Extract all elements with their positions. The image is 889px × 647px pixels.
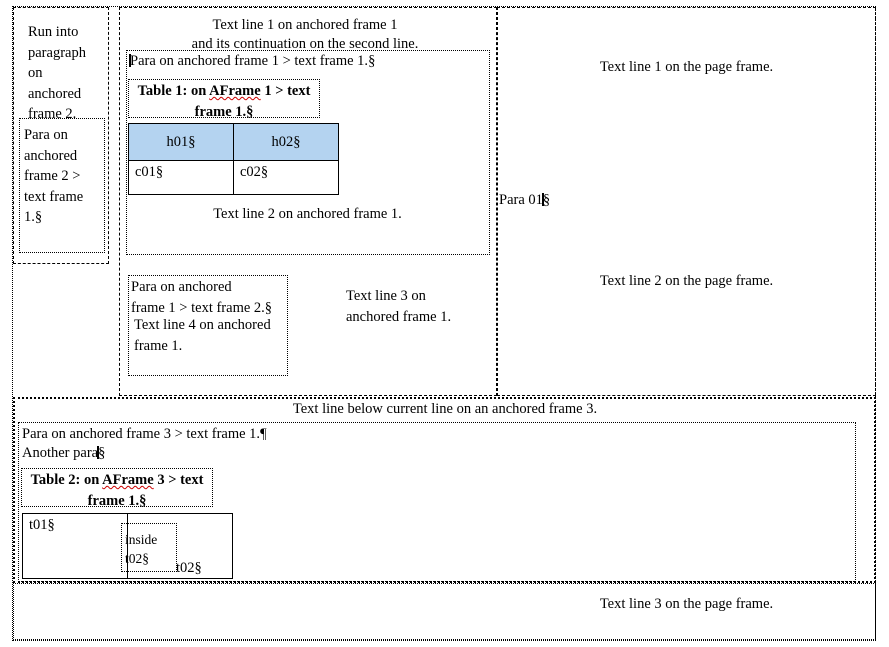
paragraph-mark: §: [542, 192, 551, 208]
af3-text-frame-1-paragraph-2: Another para§: [22, 443, 522, 464]
table-2-nested-frame-text: inside t02§: [125, 532, 158, 567]
paragraph-mark: §: [98, 445, 106, 461]
table-1-header-h01[interactable]: h01§: [128, 123, 234, 161]
table-2[interactable]: t01§ t02§: [22, 513, 233, 579]
caption-suffix: 1 > text frame 1.: [194, 83, 311, 120]
page-frame-bottom-band-border: [13, 583, 876, 640]
table-1-cell-c02[interactable]: c02§: [233, 160, 339, 195]
table-row: h01§ h02§: [128, 123, 339, 161]
paragraph-mark: §: [264, 299, 273, 316]
run-into-paragraph-text: Run into paragraph on anchored frame 2.: [28, 24, 86, 123]
af1-text-frame-2-border[interactable]: [128, 275, 288, 376]
page-frame-line-2: Text line 2 on the page frame.: [599, 273, 774, 289]
af3-line-below-current: Text line below current line on an ancho…: [292, 401, 598, 417]
pilcrow-mark: ¶: [260, 426, 267, 442]
af1-tf2-text: Para on anchored frame 1 > text frame 2.: [131, 279, 265, 316]
table-2-cell-t02[interactable]: t02§: [127, 513, 233, 579]
table-1-caption-border[interactable]: [128, 79, 320, 118]
table-2-nested-frame-border[interactable]: [121, 523, 177, 572]
spellcheck-word: AFrame: [209, 83, 261, 99]
af1-text-frame-2-paragraph: Para on anchored frame 1 > text frame 2.…: [131, 277, 289, 318]
paragraph-mark: §: [368, 53, 376, 69]
table-1-cell-c01[interactable]: c01§: [128, 160, 234, 195]
table-2-cell-t02-label: t02§: [176, 560, 202, 576]
anchored-frame-3-outer-border[interactable]: [13, 397, 876, 583]
af1-line-1-continuation: and its continuation on the second line.: [191, 36, 419, 52]
af3-text-frame-1-border[interactable]: [18, 422, 856, 582]
caption-suffix: 3 > text frame 1.: [87, 472, 204, 509]
text-caret: [541, 193, 544, 206]
para01-text: Para 01: [499, 192, 543, 208]
paragraph-mark: §: [139, 492, 147, 509]
table-1-header-h02[interactable]: h02§: [233, 123, 339, 161]
page-frame-para-01: Para 01§: [499, 190, 699, 211]
af2-text-frame-1-border[interactable]: [19, 118, 105, 253]
af1-line-1: Text line 1 on anchored frame 1: [212, 17, 398, 33]
af3-tf1-para2-text: Another para: [22, 445, 99, 461]
table-row: t01§ t02§: [22, 513, 233, 579]
af2-text-frame-1-paragraph: Para on anchored frame 2 > text frame 1.…: [24, 125, 104, 228]
text-caret: [129, 54, 131, 67]
table-2-caption-border[interactable]: [21, 468, 213, 507]
af1-tf1-text: Para on anchored frame 1 > text frame 1.: [130, 53, 369, 69]
table-2-cell-t01[interactable]: t01§: [22, 513, 128, 579]
anchored-frame-2-border[interactable]: [13, 7, 109, 264]
af2-tf1-text: Para on anchored frame 2 > text frame 1.: [24, 127, 84, 226]
af1-line-4: Text line 4 on anchored frame 1.: [134, 317, 271, 354]
af1-line-2: Text line 2 on anchored frame 1.: [213, 206, 402, 222]
table-1-caption: Table 1: on AFrame 1 > text frame 1.§: [130, 81, 318, 122]
table-row: c01§ c02§: [128, 160, 339, 195]
af1-text-frame-1-border[interactable]: [126, 50, 490, 255]
anchored-frame-1-border[interactable]: [119, 7, 497, 396]
af3-text-frame-1-paragraph-1: Para on anchored frame 3 > text frame 1.…: [22, 424, 522, 445]
table-1[interactable]: h01§ h02§ c01§ c02§: [128, 123, 339, 195]
caption-prefix: Table 2: on: [30, 472, 103, 488]
text-caret: [97, 446, 100, 459]
page-frame-right-column-border: [497, 7, 876, 396]
caption-prefix: Table 1: on: [137, 83, 210, 99]
page-frame-line-3: Text line 3 on the page frame.: [599, 596, 774, 612]
table-2-caption: Table 2: on AFrame 3 > text frame 1.§: [23, 470, 211, 511]
page-frame-line-1: Text line 1 on the page frame.: [599, 59, 774, 75]
paragraph-mark: §: [246, 103, 254, 120]
paragraph-mark: §: [34, 209, 43, 226]
af1-line-3: Text line 3 on anchored frame 1.: [346, 288, 452, 325]
af3-tf1-para1-text: Para on anchored frame 3 > text frame 1.: [22, 426, 261, 442]
af1-text-frame-1-paragraph: Para on anchored frame 1 > text frame 1.…: [129, 51, 480, 72]
spellcheck-word: AFrame: [102, 472, 154, 488]
